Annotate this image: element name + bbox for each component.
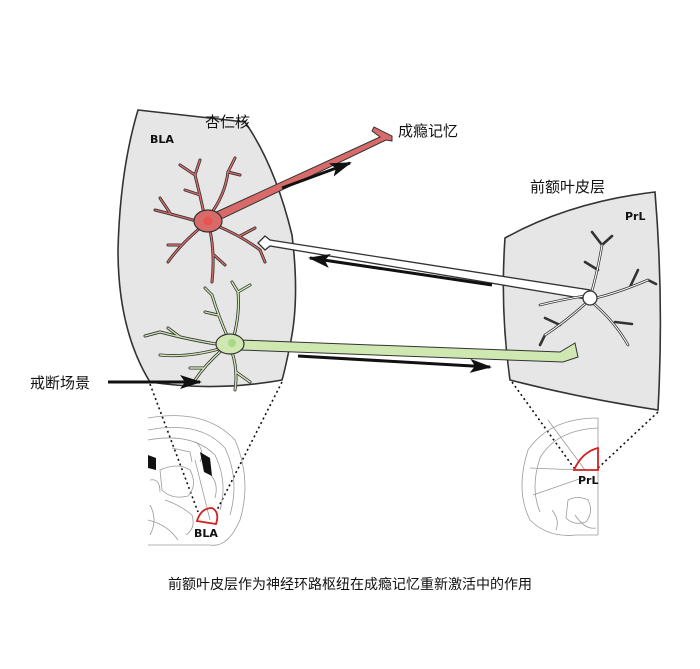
arrow-to-memory <box>281 161 352 190</box>
red-bla-neuron <box>153 126 393 284</box>
prefrontal-region-tag: PrL <box>625 210 646 223</box>
arrow-bla-to-prl <box>297 354 492 373</box>
addiction-memory-label: 成瘾记忆 <box>398 122 458 140</box>
amygdala-label: 杏仁核 <box>205 113 250 131</box>
left-brain-slice <box>147 415 246 546</box>
green-bla-neuron <box>143 280 579 392</box>
abstinence-context-label: 戒断场景 <box>30 374 90 392</box>
left-slice-dark-mark <box>200 452 212 476</box>
prl-highlight <box>572 446 599 471</box>
zoom-lines <box>149 381 659 513</box>
arrow-prl-to-bla <box>308 254 493 287</box>
bla-highlight <box>195 507 219 526</box>
amygdala-panel: 杏仁核 BLA <box>117 109 297 388</box>
prl-neuron <box>257 230 658 347</box>
prefrontal-label: 前额叶皮层 <box>530 178 605 196</box>
left-slice-dark-mark-2 <box>148 455 156 470</box>
left-slice-region-tag: BLA <box>194 527 218 540</box>
amygdala-region-tag: BLA <box>150 133 174 146</box>
right-slice-region-tag: PrL <box>578 474 599 487</box>
figure-caption: 前额叶皮层作为神经环路枢纽在成瘾记忆重新激活中的作用 <box>168 576 532 593</box>
